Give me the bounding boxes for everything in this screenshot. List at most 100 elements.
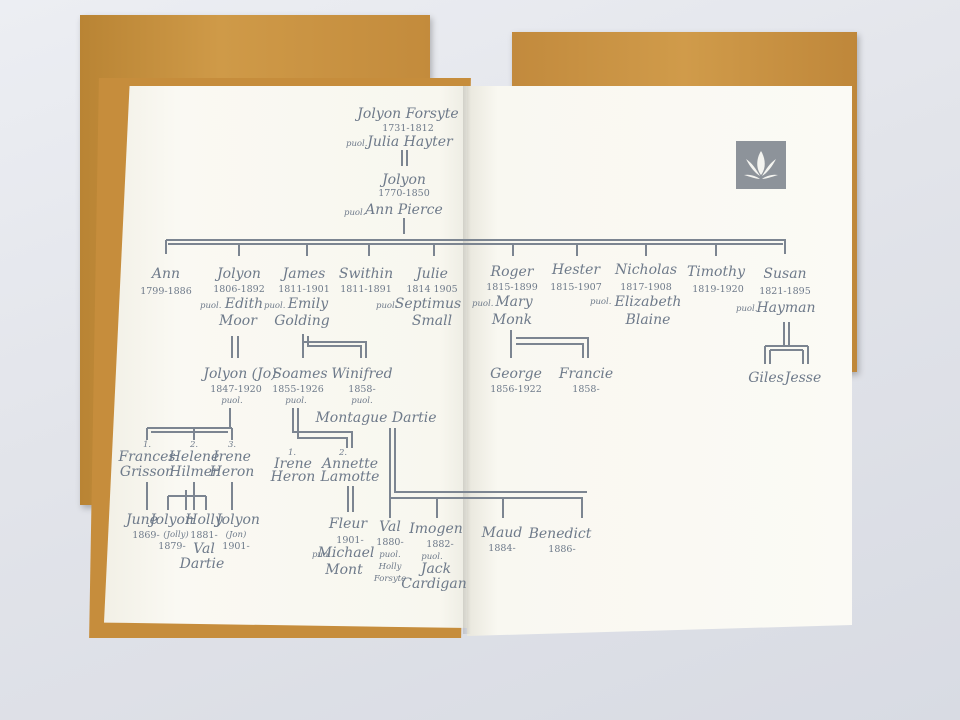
wife-surname: Hilmer [168,464,220,480]
wife-surname: Grisson [120,464,174,480]
child-years: 1806-1892 [213,284,265,295]
winifred-name: Winifred [331,366,392,382]
grandchild-years: 1869- [132,530,159,541]
dartie-child-name: Benedict [528,526,592,542]
wife-name: Frances [117,449,175,465]
child-name: Julie [413,266,448,282]
child-years: 1811-1901 [278,284,330,295]
fleur-spouse-surname: Mont [324,562,363,578]
spouse-label: puol. [221,396,242,406]
spouse-label: puol. [379,550,400,560]
dartie-child-name: Maud [481,525,523,541]
child-spouse: Emily [287,296,329,312]
francie-years: 1858- [572,384,599,395]
ancestor-spouse: Julia Hayter [364,134,454,150]
leaf-emblem-icon [736,141,786,189]
wife-number: 2. [189,440,198,450]
grandchild-years: 1881- [190,530,217,541]
dartie-child-years: 1880- [376,537,403,548]
child-years: 1814 1905 [406,284,457,295]
book-gutter [463,86,471,634]
george-years: 1856-1922 [490,384,542,395]
grandchild-nickname: (Jon) [226,529,247,540]
tree-lines [146,150,809,518]
jesse-name: Jesse [782,370,822,386]
spouse-label: puol. [421,552,442,562]
second-gen-years: 1770-1850 [378,188,430,199]
child-years: 1817-1908 [620,282,672,293]
left-page [104,86,469,628]
child-spouse: Hayman [755,300,815,316]
wife-number: 3. [228,440,236,450]
winifred-years: 1858- [348,384,375,395]
spouse-label: puol. [472,299,493,309]
dartie-child-years: 1884- [488,543,515,554]
child-years: 1799-1886 [140,286,192,297]
wife-number: 2. [338,448,347,458]
grandchild-spouse: Val [193,541,215,557]
giles-name: Giles [748,370,784,386]
child-name: Susan [763,266,806,282]
george-name: George [490,366,542,382]
child-years: 1811-1891 [340,284,392,295]
grandchild-spouse-surname: Dartie [179,556,225,572]
ancestor-name: Jolyon Forsyte [354,106,458,122]
dartie-child-name: Val [379,519,401,535]
fleur-name: Fleur [328,516,368,532]
child-spouse-surname: Golding [274,313,330,329]
winifred-spouse: Montague Dartie [314,410,436,426]
grandchild-name: Jolyon [147,512,194,528]
fleur-years: 1901- [336,535,363,546]
child-name: James [280,266,326,282]
child-years: 1815-1907 [550,282,602,293]
child-name: Swithin [339,266,393,282]
dartie-child-years: 1886- [548,544,575,555]
grandchild-nickname: (Jolly) [163,529,188,540]
grandchild-name: June [123,512,158,528]
child-spouse: Edith [224,296,263,312]
child-spouse-surname: Blaine [625,312,671,328]
wife-number: 1. [143,440,151,450]
second-gen-spouse: Ann Pierce [363,202,443,218]
grandchild-name: Holly [184,512,224,528]
wife-name: Helene [168,449,220,465]
spouse-label: puol. [351,396,372,406]
child-years: 1819-1920 [692,284,744,295]
grandchild-years: 1901- [222,541,249,552]
child-spouse-surname: Moor [218,313,258,329]
child-name: Nicholas [614,262,677,278]
fleur-spouse: Michael [317,545,375,561]
right-page [467,86,852,636]
dartie-child-spouse: Holly [378,562,402,572]
spouse-label: puol. [344,208,365,218]
wife-number: 1. [288,448,296,458]
spouse-label: puol. [285,396,306,406]
francie-name: Francie [558,366,613,382]
wife-name: Irene [273,456,312,472]
dartie-child-spouse: Jack [418,561,451,577]
child-spouse-surname: Small [412,313,452,329]
child-name: Timothy [687,264,746,280]
soames-years: 1855-1926 [272,384,324,395]
child-spouse: Mary [494,294,533,310]
dartie-child-spouse-surname: Cardigan [401,576,467,592]
child-name: Roger [490,264,535,280]
children-row: Ann 1799-1886 Jolyon 1806-1892 puol. Edi… [140,262,815,329]
jo-years: 1847-1920 [210,384,262,395]
spouse-label: puol. [346,139,367,149]
child-spouse: Elizabeth [614,294,682,310]
spouse-label: puol. [312,550,333,560]
spouse-label: puol. [200,301,221,311]
jo-name: Jolyon (Jo) [200,366,276,382]
child-years: 1821-1895 [759,286,811,297]
grandchild-name: Jolyon [213,512,260,528]
child-name: Hester [551,262,602,278]
wife-surname: Lamotte [320,469,380,485]
second-gen-name: Jolyon [379,172,426,188]
wife-name: Annette [320,456,378,472]
grandchild-years: 1879- [158,541,185,552]
spouse-label: puol. [590,297,611,307]
child-name: Ann [150,266,180,282]
wife-name: Irene [212,449,251,465]
